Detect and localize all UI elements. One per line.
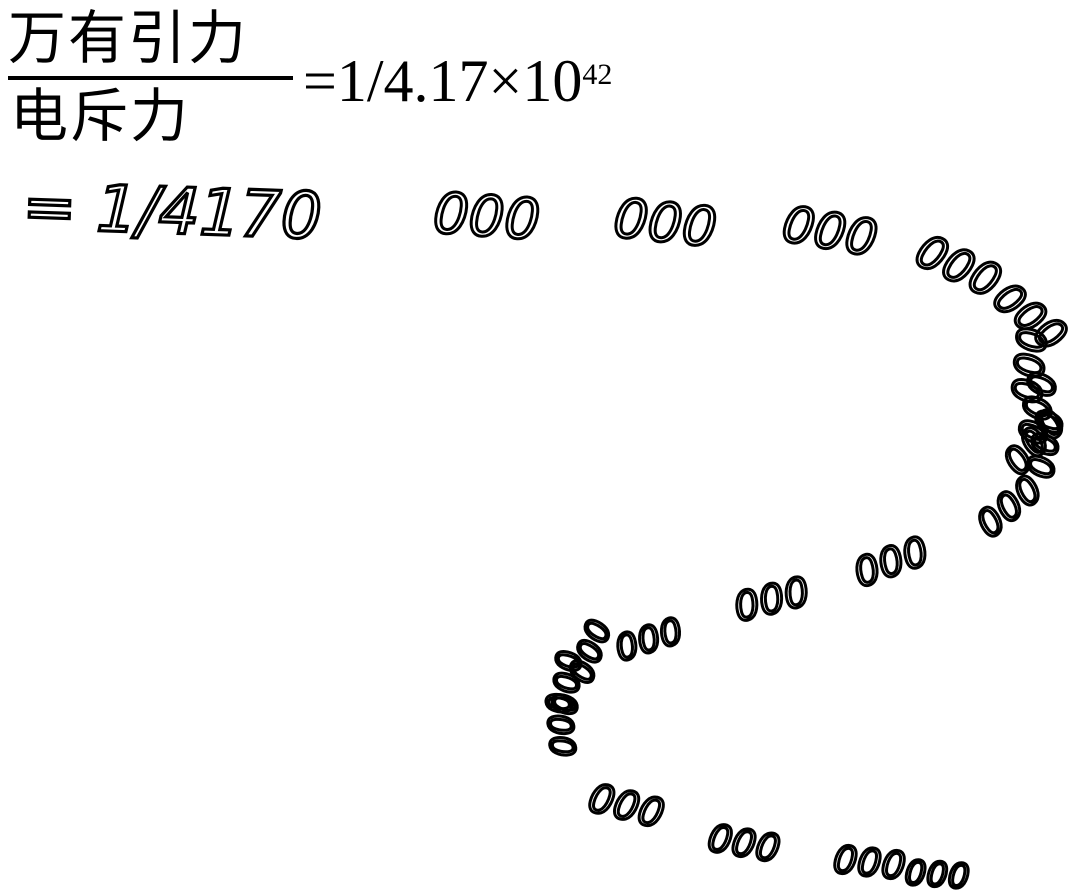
zero-group: 000 [968, 467, 1052, 547]
fraction-denominator: 电斥力 [10, 82, 191, 150]
zero-group: 000 [831, 837, 908, 888]
zero-group: 000 [903, 853, 971, 896]
handwritten-start: = 1/4170 [21, 170, 323, 254]
rhs-exponent: 42 [582, 58, 613, 91]
zero-group: 000 [584, 775, 669, 838]
rhs-value: =1/4.17×10 [303, 48, 583, 114]
zero-group: 000 [610, 610, 688, 670]
zero-group: 000 [545, 649, 591, 717]
fraction-numerator: 万有引力 [8, 4, 249, 72]
zero-group: 000 [611, 186, 720, 259]
zero-group: 000 [848, 528, 935, 597]
zero-group: 000 [1001, 325, 1053, 405]
zero-group: 000 [704, 816, 783, 872]
fraction-bar [8, 76, 293, 80]
formula-rhs: =1/4.17×1042 [303, 46, 612, 116]
zero-group: 000 [539, 691, 585, 759]
zero-group: 000 [729, 569, 814, 632]
zero-group: 000 [778, 195, 882, 269]
zero-group: 000 [431, 181, 542, 253]
